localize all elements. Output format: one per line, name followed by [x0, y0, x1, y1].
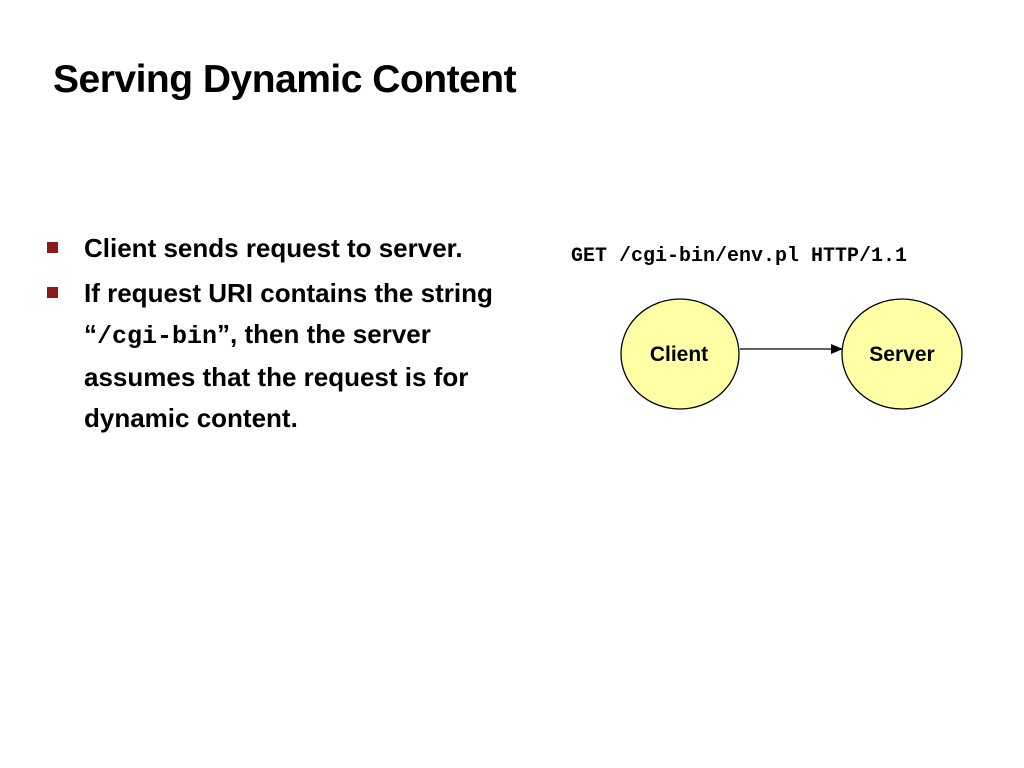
bullet-item-2: If request URI contains the string “/cgi… [44, 273, 514, 439]
bullet-item-1: Client sends request to server. [44, 228, 514, 269]
square-bullet-icon [47, 287, 58, 298]
square-bullet-icon [47, 242, 58, 253]
server-node [841, 298, 963, 410]
bullet-text: Client sends request to server. [84, 233, 463, 263]
slide-title: Serving Dynamic Content [53, 58, 517, 101]
bullet-list: Client sends request to server. If reque… [44, 228, 514, 443]
bullet-text-before: If request URI contains the string “ [84, 278, 493, 349]
http-request-line: GET /cgi-bin/env.pl HTTP/1.1 [571, 245, 908, 268]
client-node [620, 298, 740, 410]
bullet-text-after: ”, then the server assumes that the requ… [84, 319, 469, 433]
cgi-bin-code: /cgi-bin [97, 322, 218, 351]
server-label: Server [869, 343, 934, 366]
client-label: Client [650, 343, 708, 366]
